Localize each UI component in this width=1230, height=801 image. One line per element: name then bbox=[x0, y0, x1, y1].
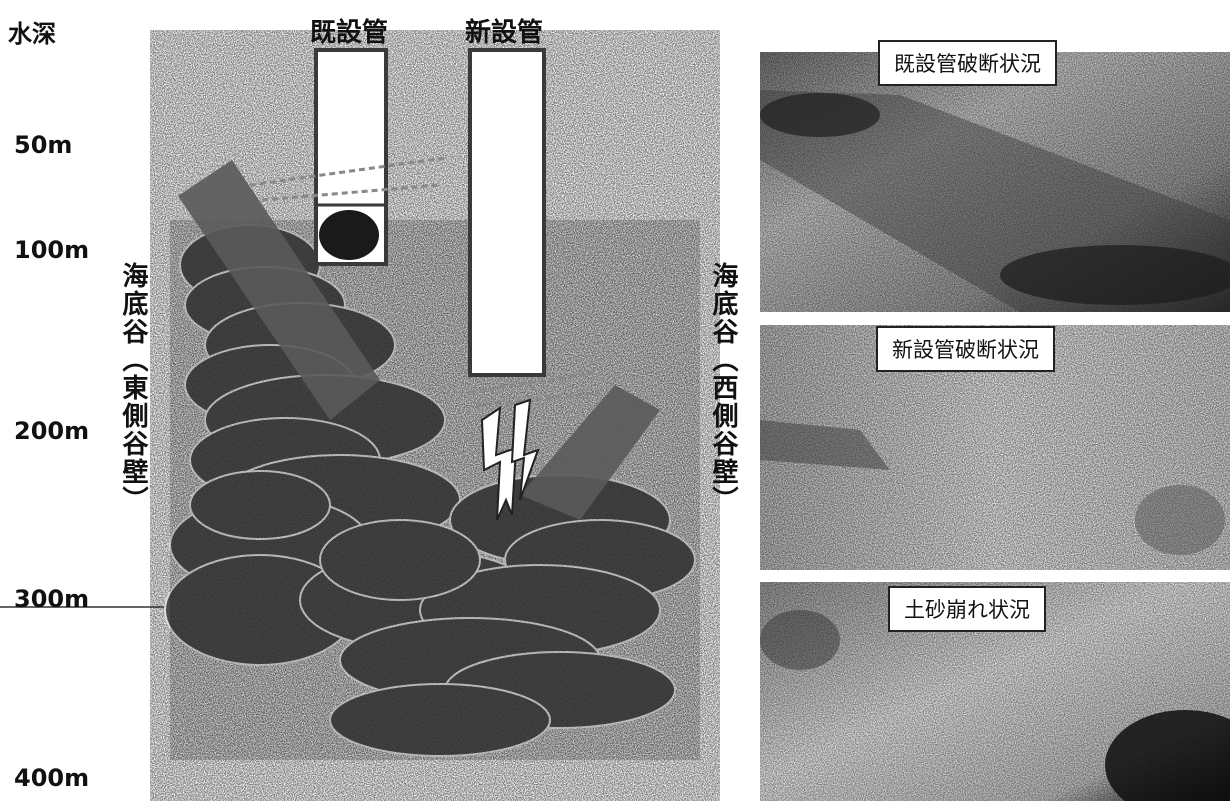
photo-landslide bbox=[760, 582, 1230, 801]
existing-pipe-break-mass bbox=[319, 210, 379, 260]
depth-tick-200: 200m bbox=[14, 417, 90, 445]
depth-tick-400: 400m bbox=[14, 764, 90, 792]
new-pipe-label: 新設管 bbox=[465, 18, 544, 48]
west-slope-band bbox=[520, 385, 660, 520]
east-slope-band bbox=[178, 160, 380, 420]
break-lightning-icon bbox=[480, 398, 540, 521]
photo-caption-landslide: 土砂崩れ状況 bbox=[888, 586, 1046, 632]
photo-existing-break bbox=[760, 52, 1230, 312]
east-valley-wall-label: 海底谷（東側谷壁） bbox=[118, 262, 148, 514]
photo-caption-existing-break: 既設管破断状況 bbox=[878, 40, 1057, 86]
new-pipe-fracture-lines bbox=[469, 370, 601, 407]
existing-pipe-label: 既設管 bbox=[310, 18, 389, 48]
depth-tick-50: 50m bbox=[14, 131, 73, 159]
west-valley-wall-label: 海底谷（西側谷壁） bbox=[708, 262, 738, 514]
photo-caption-new-break: 新設管破断状況 bbox=[876, 326, 1055, 372]
existing-pipe-fracture-lines bbox=[249, 156, 446, 202]
depth-tick-300: 300m bbox=[14, 585, 90, 613]
new-pipe-body bbox=[468, 48, 546, 377]
depth-tick-100: 100m bbox=[14, 236, 90, 264]
depth-axis-title: 水深 bbox=[8, 20, 56, 48]
